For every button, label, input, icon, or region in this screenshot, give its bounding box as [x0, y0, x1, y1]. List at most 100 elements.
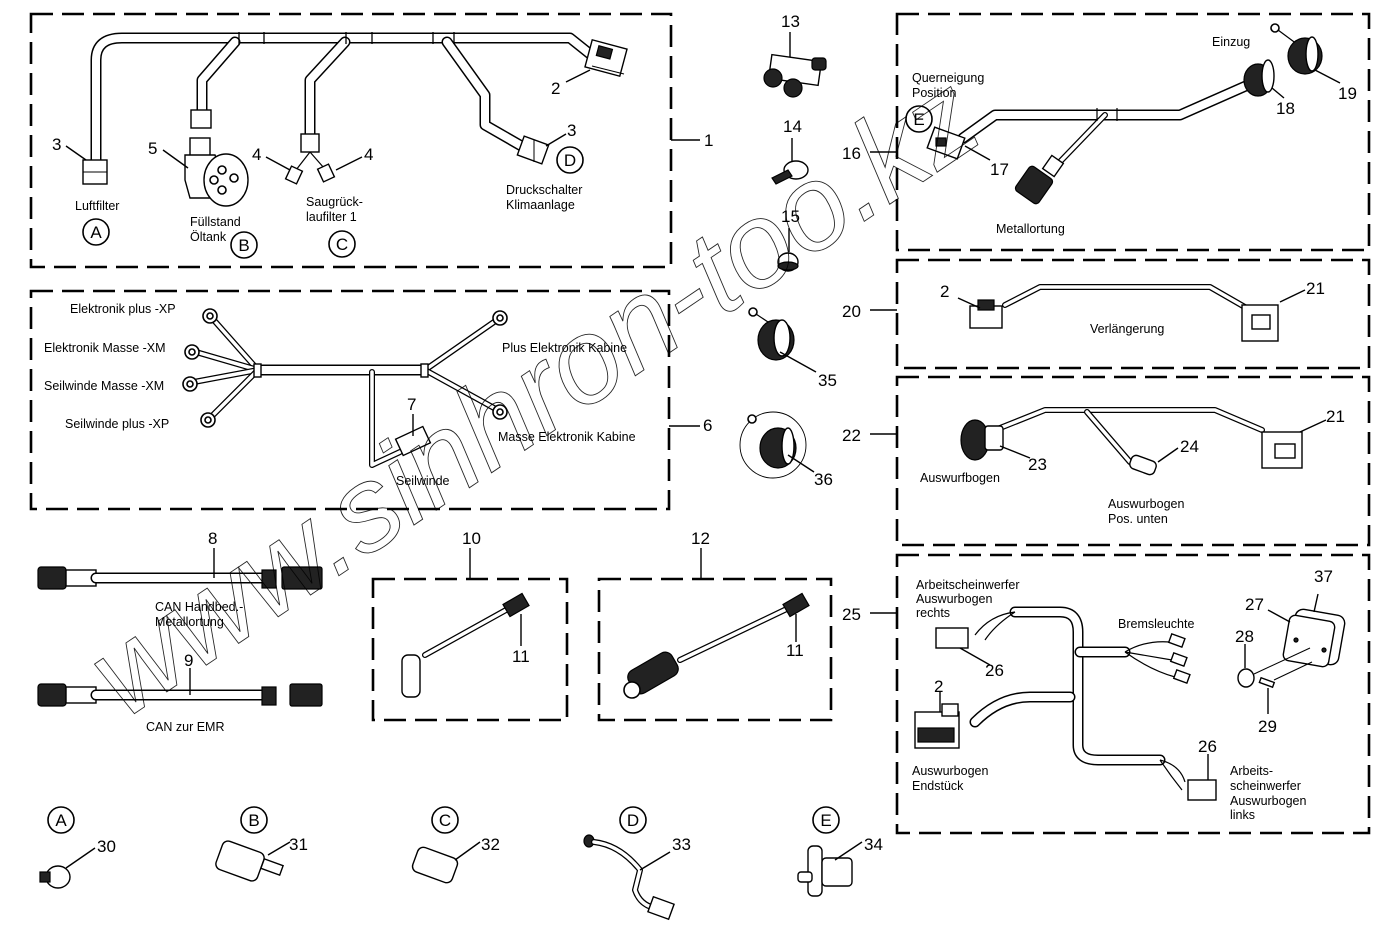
lamp-37	[1282, 608, 1346, 668]
label-can-emr: CAN zur EMR	[146, 720, 224, 734]
sensor-33: D 33	[583, 806, 691, 921]
label-arb-rechts-3: rechts	[916, 606, 950, 620]
label-can-handbed-2: Metallortung	[155, 615, 224, 629]
callout-29: 29	[1258, 717, 1277, 736]
callout-28: 28	[1235, 627, 1254, 646]
group-6-battery-harness: 6 7 Elektronik plus -XP El	[29, 289, 712, 511]
marker-b: B	[238, 236, 249, 255]
group-25-frame	[895, 553, 1371, 835]
sensor-marker-c: C	[439, 811, 451, 830]
part-15-clip: 15	[777, 207, 800, 272]
callout-17: 17	[990, 160, 1009, 179]
callout-13: 13	[781, 12, 800, 31]
connector-2-ext	[969, 299, 1003, 329]
callout-21-b: 21	[1326, 407, 1345, 426]
callout-24: 24	[1180, 437, 1199, 456]
label-metallortung: Metallortung	[996, 222, 1065, 236]
callout-3-left: 3	[52, 135, 61, 154]
callout-11-b: 11	[786, 641, 804, 660]
label-druck-2: Klimaanlage	[506, 198, 575, 212]
callout-26-left: 26	[1198, 737, 1217, 756]
label-arb-links-4: links	[1230, 808, 1255, 822]
label-endstueck-2: Endstück	[912, 779, 964, 793]
label-seilwinde-masse: Seilwinde Masse -XM	[44, 379, 164, 393]
label-seilwinde-plus: Seilwinde plus -XP	[65, 417, 169, 431]
label-verlaengerung: Verlängerung	[1090, 322, 1164, 336]
sensor-marker-a: A	[55, 811, 67, 830]
sensor-32: C 32	[411, 806, 500, 884]
group-12-number: 12	[691, 529, 710, 548]
connector-23	[960, 419, 1004, 461]
label-can-handbed-1: CAN Handbed.-	[155, 600, 243, 614]
callout-2-end: 2	[934, 677, 943, 696]
group-6-frame	[29, 289, 671, 511]
label-saug-2: laufilter 1	[306, 210, 357, 224]
marker-a: A	[90, 223, 102, 242]
connector-26-left	[1187, 779, 1217, 801]
fuse-29	[1258, 661, 1313, 689]
callout-11-a: 11	[512, 647, 530, 666]
callout-5: 5	[148, 139, 157, 158]
group-22-number: 22	[842, 426, 861, 445]
label-arb-rechts-1: Arbeitscheinwerfer	[916, 578, 1020, 592]
group-20-number: 20	[842, 302, 861, 321]
label-querneigung-2: Position	[912, 86, 957, 100]
marker-c-circle	[328, 230, 356, 258]
callout-4-right: 4	[364, 145, 373, 164]
group-10-frame	[371, 577, 569, 722]
label-druck-1: Druckschalter	[506, 183, 582, 197]
label-endstueck-1: Auswurbogen	[912, 764, 988, 778]
group-1-frame	[29, 12, 673, 269]
callout-21-ext: 21	[1306, 279, 1325, 298]
callout-3-right: 3	[567, 121, 576, 140]
callout-4-left: 4	[252, 145, 261, 164]
callout-37: 37	[1314, 567, 1333, 586]
label-querneigung-1: Querneigung	[912, 71, 984, 85]
marker-e-circle	[905, 105, 933, 133]
label-masse-kabine: Masse Elektronik Kabine	[498, 430, 636, 444]
label-luftfilter: Luftfilter	[75, 199, 119, 213]
connector-24	[1129, 454, 1157, 476]
connector-2-end	[914, 703, 960, 749]
callout-18: 18	[1276, 99, 1295, 118]
label-arb-rechts-2: Auswurbogen	[916, 592, 992, 606]
connector-5-round	[184, 109, 249, 207]
label-arb-links-3: Auswurbogen	[1230, 794, 1306, 808]
callout-9: 9	[184, 651, 193, 670]
label-pos-unten-1: Auswurbogen	[1108, 497, 1184, 511]
label-arb-links-2: scheinwerfer	[1230, 779, 1301, 793]
callout-36: 36	[814, 470, 833, 489]
group-12-cable: 12 11	[597, 529, 833, 722]
callout-31: 31	[289, 835, 308, 854]
connector-21-b	[1261, 431, 1303, 469]
group-16-number: 16	[842, 144, 861, 163]
connector-2	[584, 38, 628, 78]
sensor-30: A 30	[39, 806, 116, 889]
callout-2: 2	[551, 79, 560, 98]
group-1-number: 1	[704, 131, 713, 150]
label-elektronik-plus: Elektronik plus -XP	[70, 302, 176, 316]
connector-21-ext	[1241, 304, 1279, 342]
callout-33: 33	[672, 835, 691, 854]
label-plus-kabine: Plus Elektronik Kabine	[502, 341, 627, 355]
marker-c: C	[336, 235, 348, 254]
sensor-marker-d: D	[627, 811, 639, 830]
label-saug-1: Saugrück-	[306, 195, 363, 209]
can-cable-8: 8 CAN Handbed.- Metallortung	[37, 529, 323, 629]
part-13-t-connector: 13	[763, 12, 827, 98]
connector-7	[394, 425, 432, 457]
marker-b-circle	[230, 231, 258, 259]
label-auswurfbogen: Auswurfbogen	[920, 471, 1000, 485]
connector-17	[926, 126, 966, 160]
marker-a-circle	[82, 218, 110, 246]
ring-terminals-right	[420, 310, 508, 420]
sensor-marker-b: B	[248, 811, 259, 830]
callout-35: 35	[818, 371, 837, 390]
callout-30: 30	[97, 837, 116, 856]
group-25-harness: 25 26 2 26	[842, 553, 1371, 835]
label-pos-unten-2: Pos. unten	[1108, 512, 1168, 526]
marker-e: E	[913, 110, 924, 129]
connector-metallortung	[1014, 154, 1065, 205]
callout-7: 7	[407, 395, 416, 414]
ring-terminals-left	[182, 308, 262, 428]
